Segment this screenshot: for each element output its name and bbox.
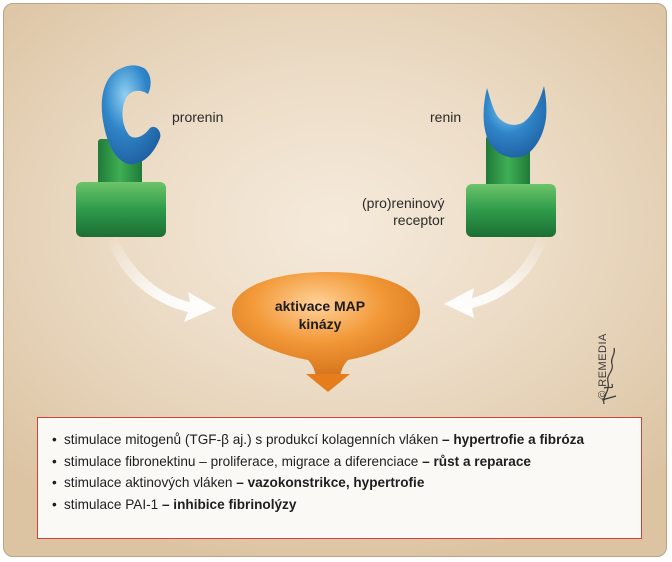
effects-list: stimulace mitogenů (TGF-β aj.) s produkc… [52, 429, 641, 515]
effect-item: stimulace mitogenů (TGF-β aj.) s produkc… [52, 429, 641, 451]
diagram-frame: prorenin renin (pro)reninový receptor ak… [3, 3, 667, 557]
artist-signature [601, 347, 617, 405]
receptor-label-line2: receptor [393, 212, 445, 228]
receptor-label: (pro)reninový receptor [362, 195, 444, 229]
prorenin-label: prorenin [172, 109, 224, 125]
renin-label: renin [430, 109, 462, 125]
effect-item: stimulace fibronektinu – proliferace, mi… [52, 451, 641, 473]
map-kinase-node [231, 272, 421, 392]
effect-item: stimulace aktinových vláken – vazokonstr… [52, 472, 641, 494]
arrow-left-to-center [108, 236, 216, 322]
map-kinase-label: aktivace MAP kinázy [240, 297, 400, 333]
map-kinase-label-line1: aktivace MAP [274, 298, 366, 314]
effect-item: stimulace PAI-1 – inhibice fibrinolýzy [52, 494, 641, 516]
prorenin-molecule [101, 65, 161, 165]
renin-molecule [483, 86, 547, 158]
diagram-artwork [76, 65, 617, 405]
arrow-right-to-center [444, 236, 546, 318]
effects-box: stimulace mitogenů (TGF-β aj.) s produkc… [37, 417, 642, 539]
receptor-label-line1: (pro)reninový [362, 195, 445, 211]
map-kinase-label-line2: kinázy [298, 316, 342, 332]
copyright-notice: © REMEDIA [597, 333, 609, 399]
